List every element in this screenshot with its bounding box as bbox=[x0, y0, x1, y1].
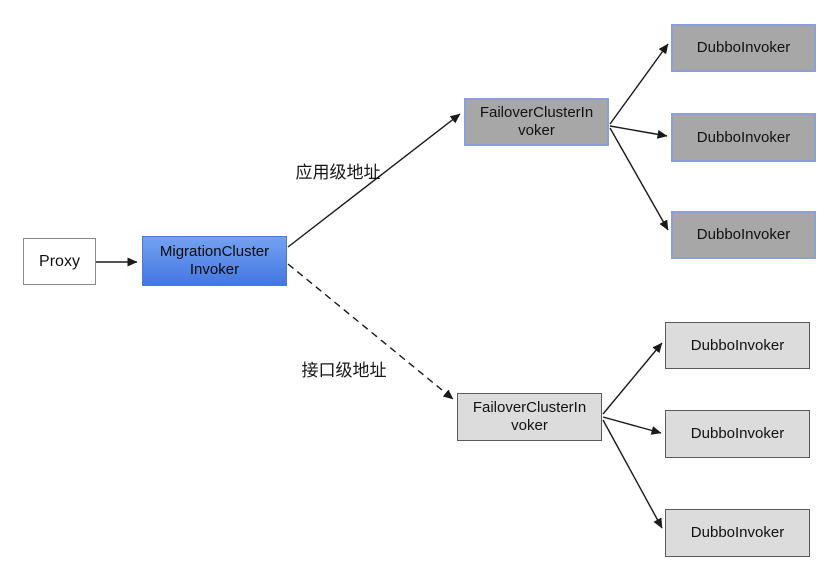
node-migration-cluster-invoker: MigrationCluster Invoker bbox=[142, 236, 287, 286]
edge-failover-interface-to-dubbo-3 bbox=[609, 127, 669, 231]
edge-failover-interface-to-dubbo-3 bbox=[602, 419, 663, 529]
node-dubbo-invoker-app-2: DubboInvoker bbox=[671, 113, 816, 162]
node-dubbo-invoker-app-3: DubboInvoker bbox=[671, 211, 816, 259]
edge-label-application-level-address: 应用级地址 bbox=[295, 163, 381, 182]
edge-failover-interface-to-dubbo-2 bbox=[602, 416, 662, 435]
edge-migration-to-failover-app bbox=[287, 113, 461, 248]
edge-failover-app-to-dubbo-1 bbox=[609, 43, 669, 125]
edge-label-interface-level-address: 接口级地址 bbox=[301, 361, 387, 380]
node-failover-cluster-invoker-app: FailoverClusterIn voker bbox=[464, 98, 609, 146]
edge-failover-interface-to-dubbo-1 bbox=[602, 342, 663, 415]
node-dubbo-invoker-interface-1: DubboInvoker bbox=[665, 322, 810, 369]
edge-failover-app-to-dubbo-2 bbox=[609, 125, 668, 139]
node-dubbo-invoker-app-1: DubboInvoker bbox=[671, 24, 816, 72]
node-failover-cluster-invoker-interface: FailoverClusterIn voker bbox=[457, 393, 602, 441]
node-proxy: Proxy bbox=[23, 238, 96, 285]
node-dubbo-invoker-interface-2: DubboInvoker bbox=[665, 410, 810, 458]
node-dubbo-invoker-interface-3: DubboInvoker bbox=[665, 509, 810, 557]
